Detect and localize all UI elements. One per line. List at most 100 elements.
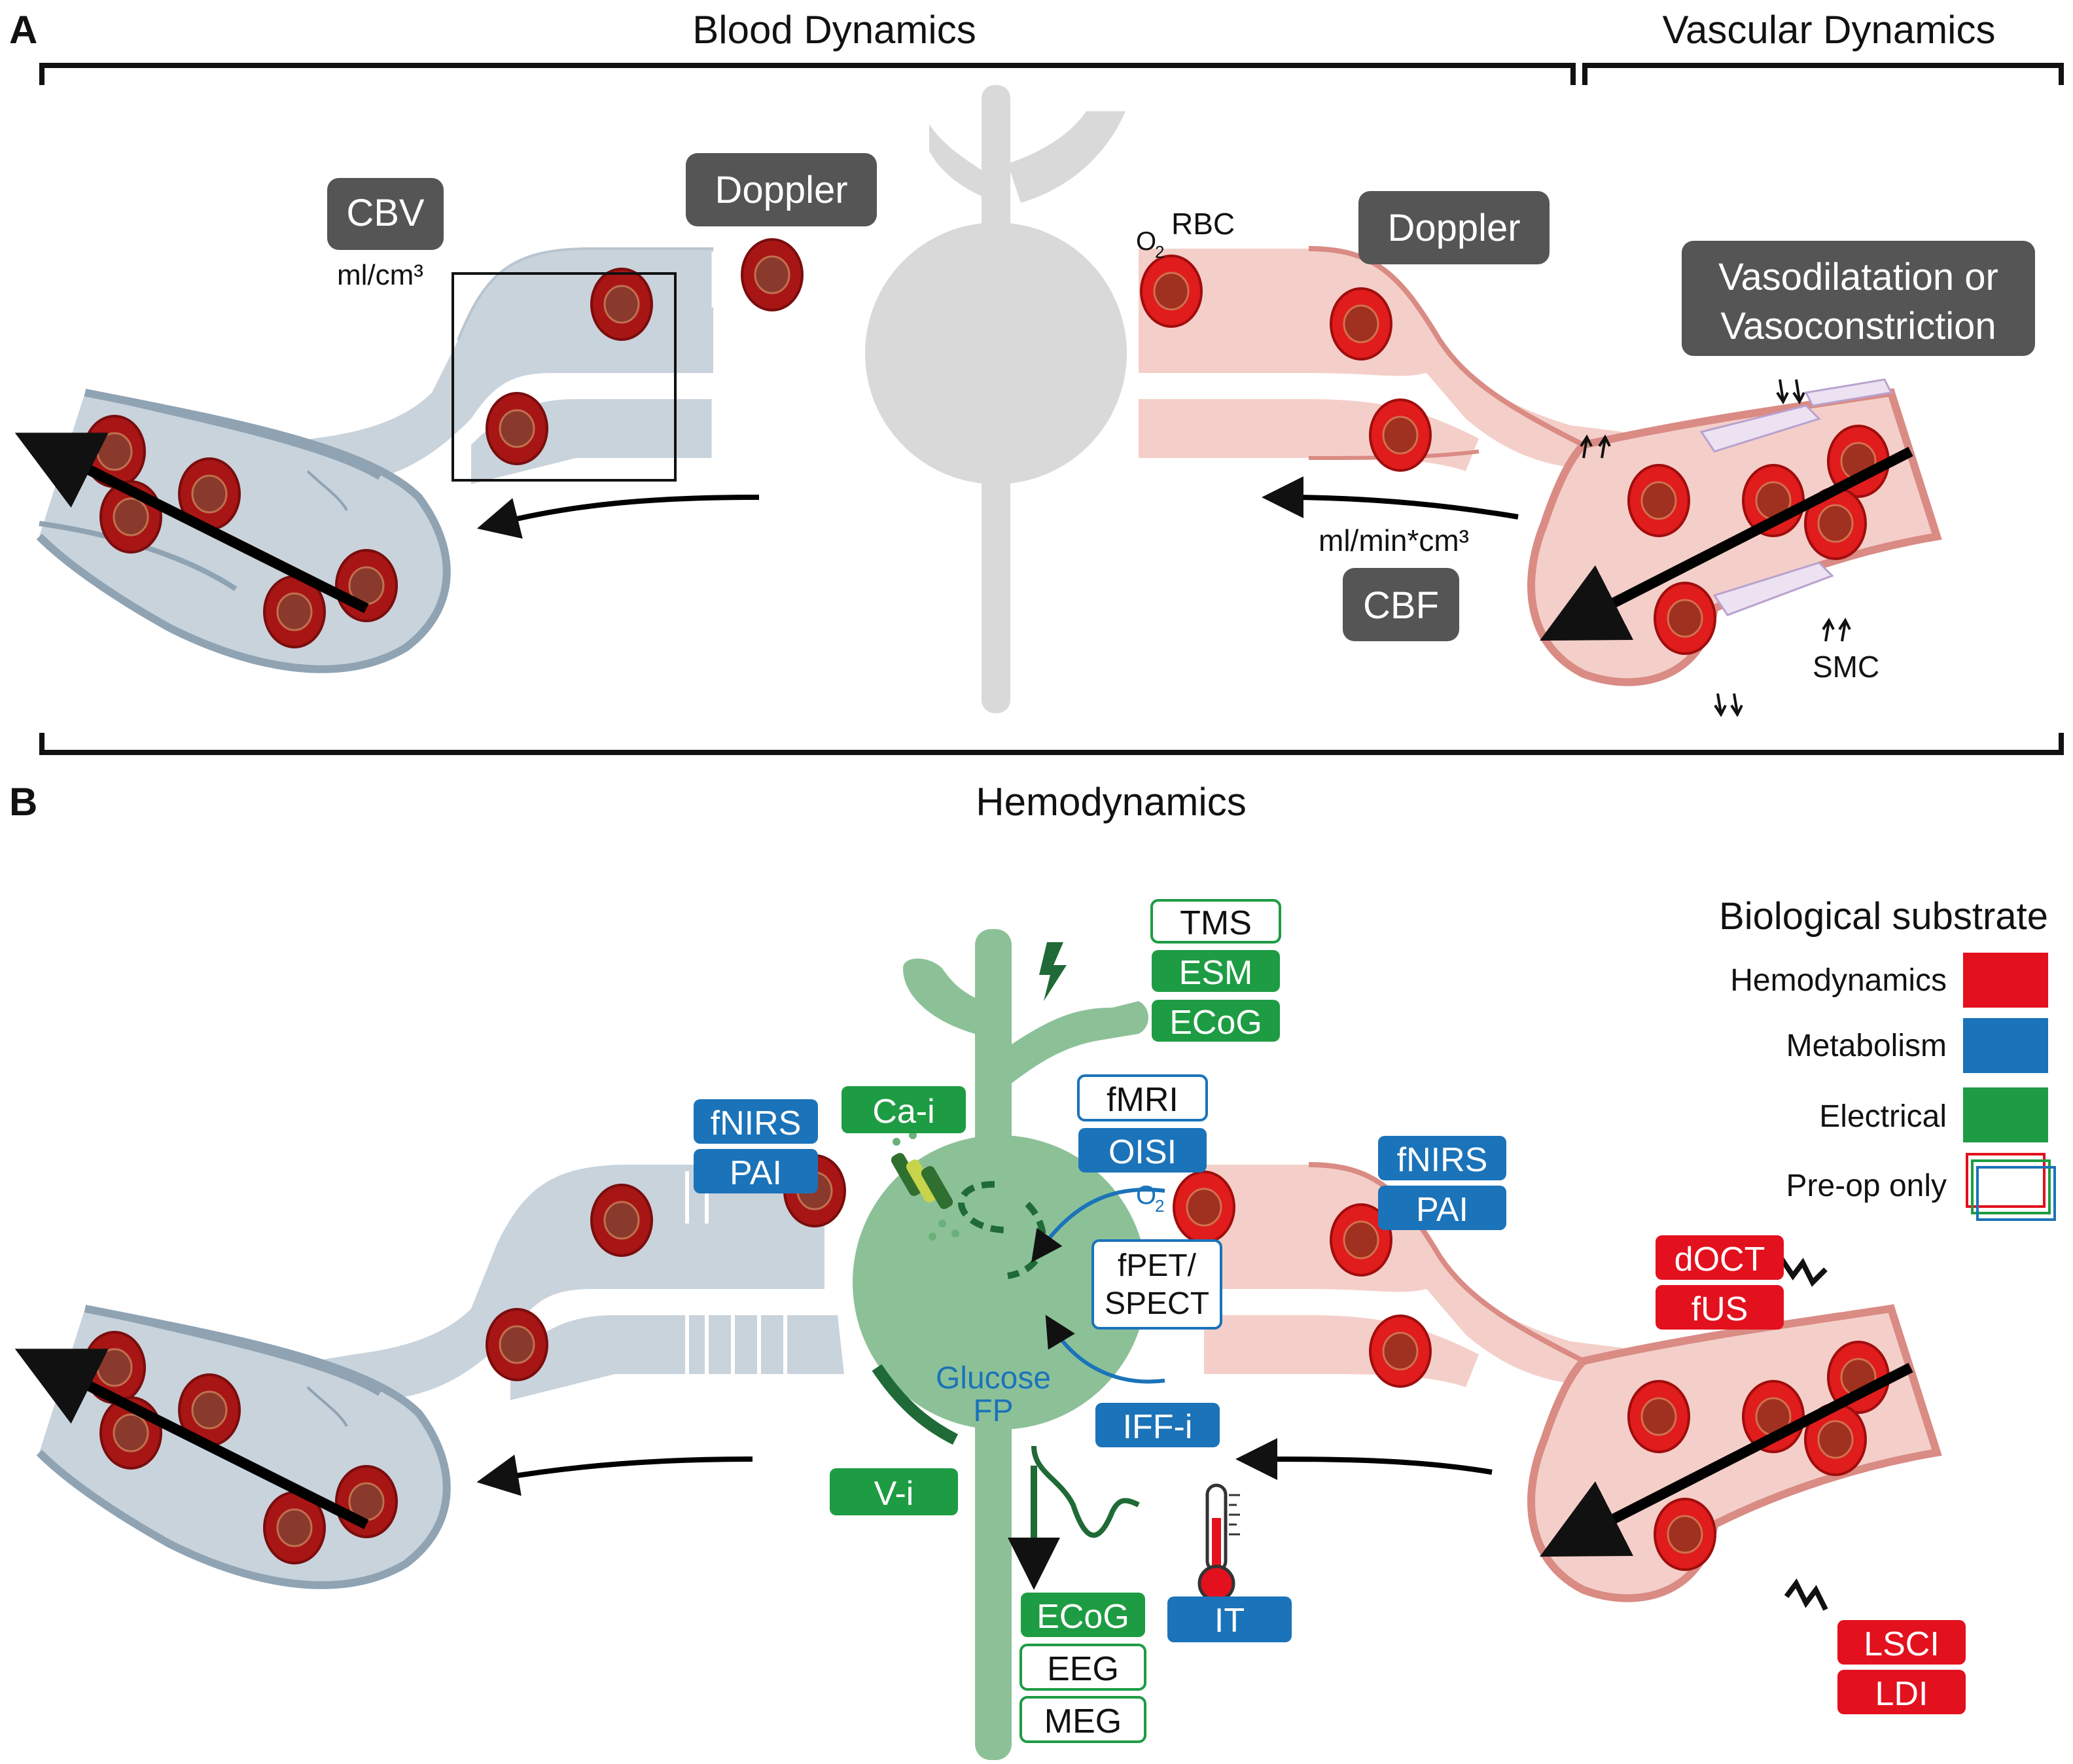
return-arrow-right-b bbox=[1235, 1438, 1493, 1481]
doppler-right-label: Doppler bbox=[1358, 191, 1550, 264]
it-text: IT bbox=[1214, 1602, 1245, 1640]
flow-arrow-right-b bbox=[1539, 1362, 1913, 1557]
legend-swatch-preop bbox=[1966, 1153, 2056, 1221]
fmri-text: fMRI bbox=[1107, 1081, 1178, 1119]
vaso-label: Vasodilatation or Vasoconstriction bbox=[1682, 241, 2035, 356]
legend-label-preop: Pre-op only bbox=[1786, 1169, 1947, 1203]
legend-swatch-electrical bbox=[1963, 1087, 2048, 1142]
cbf-label: CBF bbox=[1343, 568, 1459, 641]
pai-left-box: PAI bbox=[694, 1149, 818, 1193]
return-arrow-left-b bbox=[476, 1455, 753, 1496]
fnirs-right-text: fNIRS bbox=[1397, 1141, 1488, 1179]
legend-swatch-hemodynamics bbox=[1963, 953, 2048, 1008]
fpet-line2: SPECT bbox=[1105, 1286, 1209, 1321]
fmri-box: fMRI bbox=[1077, 1074, 1208, 1121]
fp-label: FP bbox=[973, 1394, 1013, 1428]
artery-right-b bbox=[1204, 1162, 1942, 1602]
hemodynamics-title: Hemodynamics bbox=[976, 780, 1246, 824]
oisi-box: OISI bbox=[1078, 1128, 1207, 1173]
vein-dashes-a bbox=[711, 252, 846, 458]
lsci-box: LSCI bbox=[1837, 1620, 1966, 1665]
fnirs-left-box: fNIRS bbox=[694, 1099, 818, 1144]
ecog-top-text: ECoG bbox=[1169, 1004, 1262, 1042]
v-i-text: V-i bbox=[874, 1475, 914, 1513]
return-arrow-right-a bbox=[1262, 476, 1519, 520]
flow-arrow-left-b bbox=[14, 1349, 369, 1530]
tms-box: TMS bbox=[1150, 899, 1281, 944]
doppler-left-label: Doppler bbox=[686, 153, 877, 226]
doppler-left-text: Doppler bbox=[715, 169, 847, 211]
ecog-bottom-box: ECoG bbox=[1021, 1593, 1145, 1637]
fus-text: fUS bbox=[1692, 1290, 1748, 1328]
panel-a: A Blood Dynamics Vascular Dynamics bbox=[9, 8, 2064, 824]
vaso-line1: Vasodilatation or bbox=[1718, 256, 1998, 298]
flow-arrow-right-a bbox=[1539, 446, 1913, 641]
pai-right-box: PAI bbox=[1378, 1186, 1506, 1230]
neuron-gray bbox=[865, 85, 1127, 713]
return-arrow-left-a bbox=[476, 495, 760, 539]
thermometer-icon bbox=[1197, 1483, 1240, 1602]
ldi-text: LDI bbox=[1875, 1675, 1928, 1713]
eeg-box: EEG bbox=[1019, 1644, 1146, 1691]
rbc-label: RBC bbox=[1171, 207, 1235, 241]
hemodynamics-bracket bbox=[39, 733, 2064, 755]
vein-left-b bbox=[36, 1165, 844, 1589]
cbf-unit: ml/min*cm³ bbox=[1319, 523, 1469, 557]
esm-box: ESM bbox=[1152, 950, 1280, 992]
legend: Biological substrate Hemodynamics Metabo… bbox=[1719, 895, 2056, 1221]
glucose-arrow-icon bbox=[1045, 1314, 1165, 1384]
smc-label: SMC bbox=[1813, 650, 1879, 684]
panel-a-letter: A bbox=[9, 8, 37, 52]
legend-label-electrical: Electrical bbox=[1819, 1099, 1947, 1134]
o2-label-b: O bbox=[1136, 1181, 1156, 1210]
glucose-label: Glucose bbox=[936, 1361, 1051, 1396]
eeg-text: EEG bbox=[1047, 1650, 1119, 1688]
legend-label-metabolism: Metabolism bbox=[1786, 1029, 1947, 1063]
it-box: IT bbox=[1167, 1596, 1292, 1642]
doct-box: dOCT bbox=[1656, 1235, 1784, 1280]
doct-text: dOCT bbox=[1674, 1241, 1765, 1279]
v-i-box: V-i bbox=[830, 1468, 958, 1515]
ecog-bottom-text: ECoG bbox=[1036, 1598, 1129, 1636]
oisi-text: OISI bbox=[1108, 1133, 1177, 1171]
esm-text: ESM bbox=[1179, 954, 1253, 992]
fus-box: fUS bbox=[1656, 1285, 1784, 1330]
vascular-dynamics-bracket bbox=[1582, 63, 2064, 85]
iff-i-text: IFF-i bbox=[1123, 1408, 1193, 1446]
wave-icon bbox=[1031, 1445, 1140, 1538]
legend-label-hemodynamics: Hemodynamics bbox=[1730, 963, 1947, 998]
legend-swatch-metabolism bbox=[1963, 1018, 2048, 1073]
panel-b: B bbox=[9, 780, 2056, 1760]
beam-down-icon bbox=[1777, 1254, 1828, 1287]
lsci-text: LSCI bbox=[1864, 1625, 1940, 1663]
fpet-line1: fPET/ bbox=[1118, 1248, 1197, 1283]
cbv-text: CBV bbox=[346, 192, 425, 234]
vascular-dynamics-title: Vascular Dynamics bbox=[1662, 8, 1995, 52]
ecog-top-box: ECoG bbox=[1152, 1000, 1280, 1042]
fnirs-right-box: fNIRS bbox=[1378, 1136, 1506, 1180]
vein-dashes-b bbox=[685, 1171, 787, 1374]
pai-left-text: PAI bbox=[730, 1154, 782, 1192]
fpet-box: fPET/ SPECT bbox=[1091, 1239, 1222, 1330]
cbv-unit: ml/cm³ bbox=[337, 259, 423, 291]
cbv-region-box bbox=[452, 272, 677, 482]
ldi-box: LDI bbox=[1837, 1670, 1966, 1714]
panel-b-letter: B bbox=[9, 780, 37, 824]
cbv-label: CBV bbox=[327, 178, 444, 250]
meg-box: MEG bbox=[1019, 1696, 1146, 1743]
o2-sub-a: 2 bbox=[1155, 242, 1164, 262]
beam-up-icon bbox=[1784, 1578, 1828, 1611]
cbf-text: CBF bbox=[1363, 584, 1439, 627]
o2-sub-b: 2 bbox=[1155, 1196, 1164, 1216]
iff-i-box: IFF-i bbox=[1095, 1403, 1220, 1447]
blood-dynamics-title: Blood Dynamics bbox=[692, 8, 976, 52]
doppler-right-text: Doppler bbox=[1387, 207, 1520, 249]
fnirs-left-text: fNIRS bbox=[711, 1104, 802, 1142]
ion-channel-icon bbox=[891, 1131, 959, 1241]
flow-arrow-left-a bbox=[14, 432, 369, 614]
lightning-icon bbox=[1039, 942, 1067, 1001]
o2-label-a: O bbox=[1136, 227, 1156, 256]
pai-right-text: PAI bbox=[1416, 1191, 1468, 1229]
